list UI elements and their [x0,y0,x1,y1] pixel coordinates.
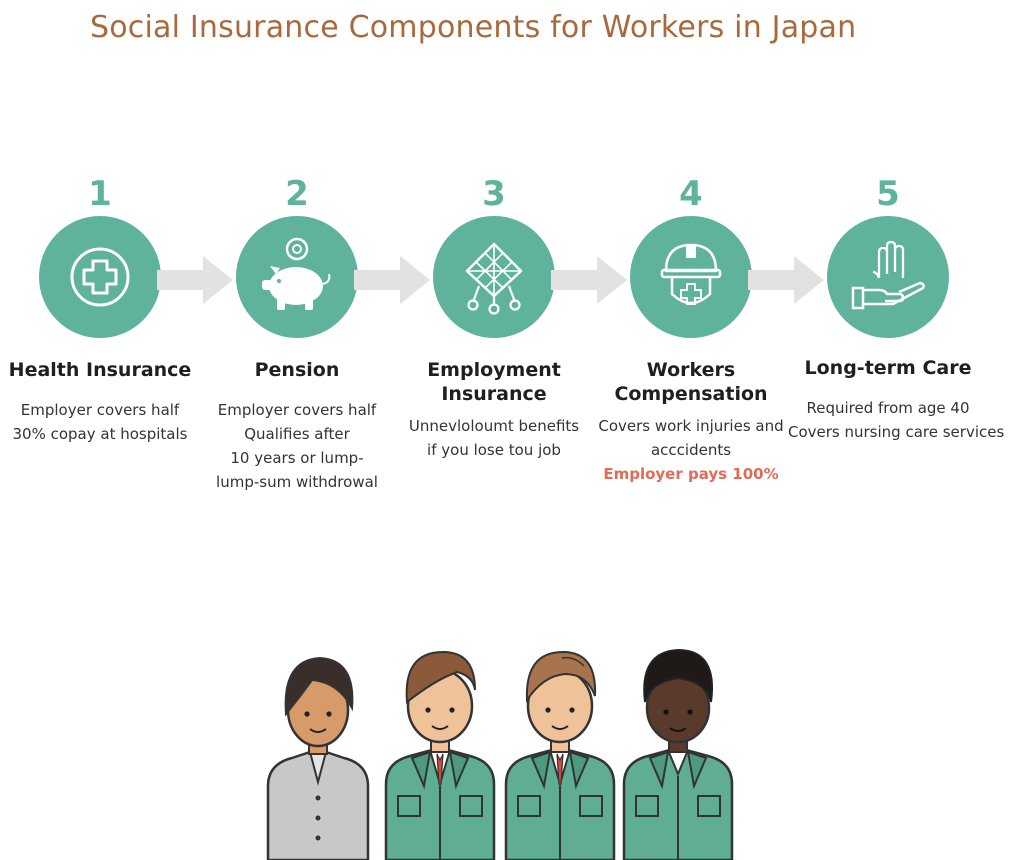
arrow-right-icon [748,256,824,304]
step-title: Health Insurance [8,359,192,381]
step-description-line: Unnevloloumt benefits [408,417,580,435]
step-description-line: Covers nursing care services [788,423,1005,441]
step-description: Unnevloloumt benefits if you lose tou jo… [394,414,594,462]
workers-group-illustration [262,636,742,860]
step-description-line: Employer covers half [217,401,377,419]
arrow-right-icon [157,256,233,304]
step-title: Workers [646,359,736,381]
arrow-right [746,253,826,307]
step-description-line: acccidents [650,441,732,459]
step-number: 2 [285,174,309,214]
step-description-line: Covers work injuries and [598,417,784,435]
workers-group-illustration-svg [266,648,734,860]
step-number: 4 [679,174,703,214]
step-icon-circle [827,216,949,338]
worker-man-3-illustration [622,648,734,860]
step-title: Long-term Care [804,357,972,379]
step-title: Employment [427,359,561,381]
arrow-right [549,253,629,307]
helmet-shield-icon [660,243,722,305]
step-highlight: Employer pays 100% [603,465,779,483]
medical-cross-icon [70,247,130,307]
step-pension: 2 Pension Employer covers half Qualifies… [197,172,397,494]
step-icon-circle [236,216,358,338]
step-description: Required from age 40 Covers nursing care… [788,396,1005,444]
arrow-right [352,253,432,307]
step-description-line: lump-sum withdrowal [216,473,378,491]
step-description-line: if you lose tou job [427,441,561,459]
step-workers-compensation: 4 Workers Compensation Covers work injur… [591,172,791,486]
step-icon-circle [433,216,555,338]
step-icon-circle [630,216,752,338]
caring-hand-icon [851,240,925,310]
piggy-bank-icon [262,237,331,310]
step-number: 1 [88,174,112,214]
step-long-term-care: 5 Long-term Care Required from age 40 Co… [788,172,1005,444]
arrow-right [155,253,235,307]
step-number: 3 [482,174,506,214]
step-health-insurance: 1 Health Insurance Employer covers half … [0,172,200,446]
step-title: Compensation [614,383,768,405]
step-description: Covers work injuries and acccidents Empl… [591,414,791,486]
arrow-right-icon [354,256,430,304]
step-description-line: Qualifies after [244,425,350,443]
step-icon-circle [39,216,161,338]
step-number: 5 [876,174,900,214]
step-description-line: 10 years or lump- [230,449,364,467]
step-description-line: Employer covers half [20,401,180,419]
step-description-line: 30% copay at hospitals [12,425,188,443]
page-title: Social Insurance Components for Workers … [90,10,857,45]
step-description: Employer covers half 30% copay at hospit… [0,398,200,446]
worker-woman-illustration [266,656,370,860]
worker-man-1-illustration [384,650,496,860]
step-title: Insurance [441,383,547,405]
step-employment-insurance: 3 Employment Insurance Unnevloloumt bene… [394,172,594,462]
arrow-right-icon [551,256,627,304]
step-description: Employer covers half Qualifies after 10 … [197,398,397,494]
step-title: Pension [254,359,340,381]
worker-man-2-illustration [504,650,616,860]
safety-net-icon [465,242,523,315]
step-description-line: Required from age 40 [806,399,970,417]
